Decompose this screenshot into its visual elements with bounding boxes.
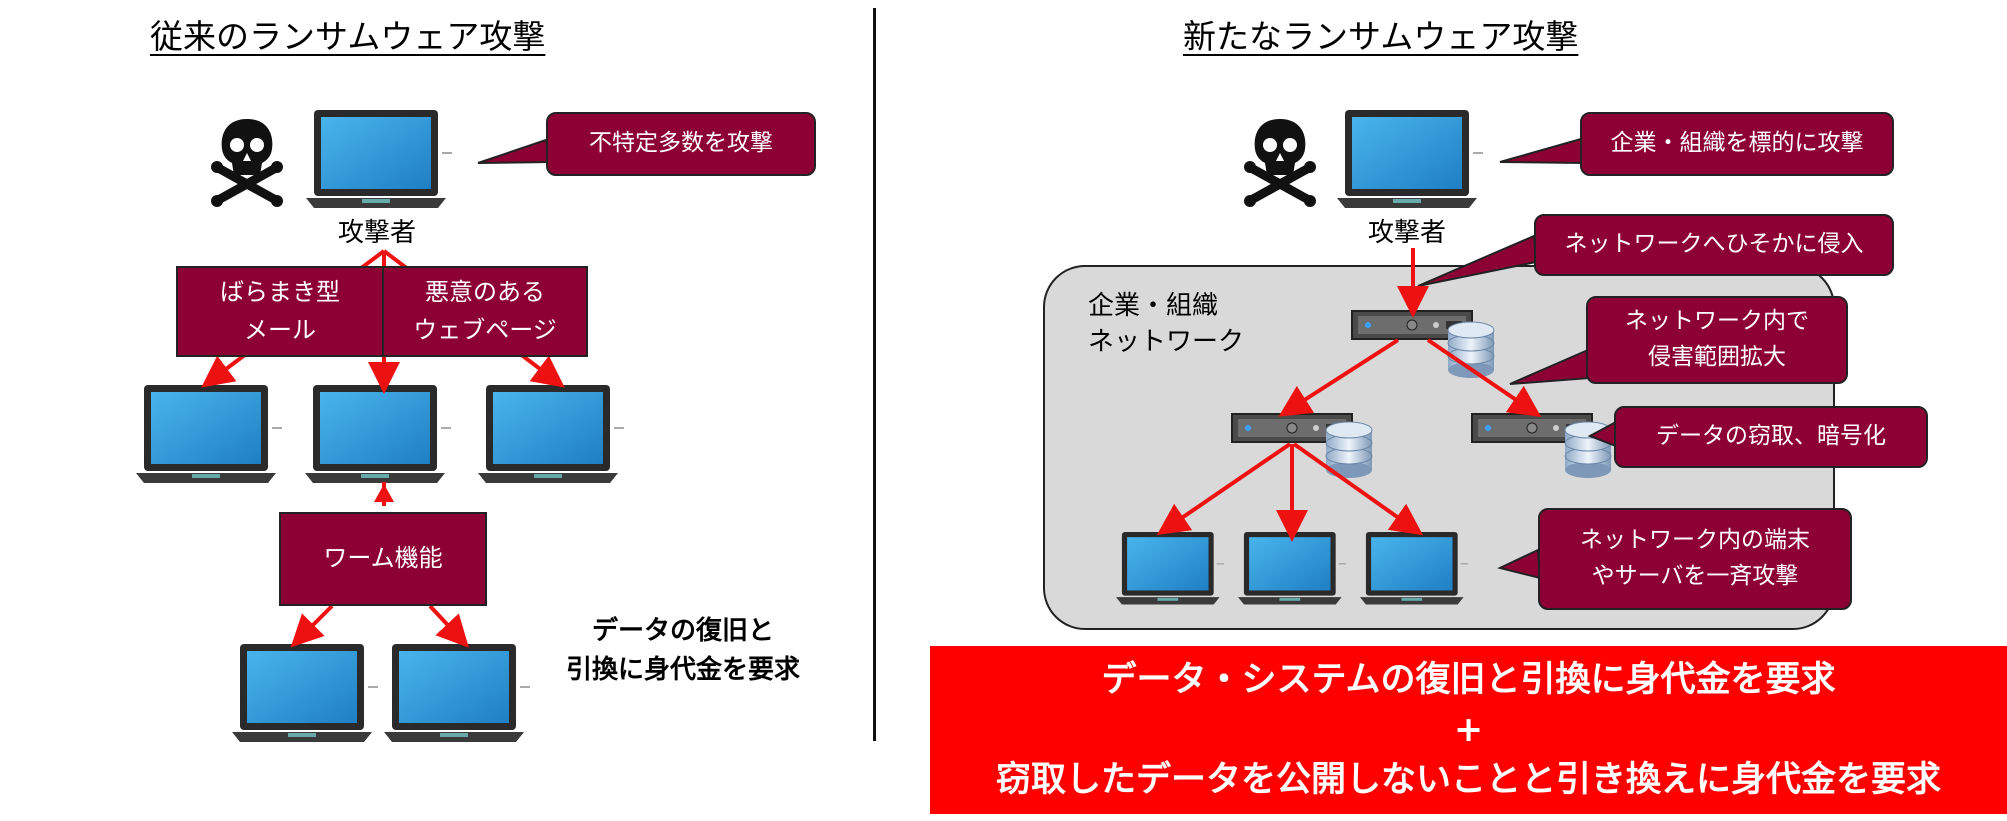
- worm-label: ワーム機能: [323, 544, 443, 573]
- laptop-icon: [231, 643, 379, 743]
- callout-targeted: 企業・組織を標的に攻撃: [1580, 112, 1894, 176]
- banner-line-1: データ・システムの復旧と引換に身代金を要求: [1101, 660, 1836, 700]
- laptop-icon: [1115, 531, 1225, 606]
- banner-line-3: 窃取したデータを公開しないことと引き換えに身代金を要求: [995, 760, 1941, 800]
- laptop-icon: [304, 384, 452, 484]
- callout-pointer: [1499, 137, 1585, 165]
- callout-targeted-text: 企業・組織を標的に攻撃: [1610, 130, 1864, 157]
- callout-intrusion-text: ネットワークへひそかに侵入: [1564, 231, 1864, 258]
- laptop-icon: [135, 384, 283, 484]
- network-label: 企業・組織 ネットワーク: [1088, 291, 1245, 358]
- laptop-icon: [1336, 109, 1484, 209]
- callout-spread-text: ネットワーク内で 侵害範囲拡大: [1625, 308, 1809, 370]
- callout-pointer: [1509, 348, 1592, 385]
- phishing-mail-label: ばらまき型 メール: [220, 278, 340, 344]
- callout-exfiltrate: データの窃取、暗号化: [1614, 406, 1928, 468]
- laptop-icon: [305, 109, 453, 209]
- callout-endpoints: ネットワーク内の端末 やサーバを一斉攻撃: [1538, 508, 1852, 610]
- attacker-label: 攻撃者: [338, 218, 417, 248]
- left-ransom-note: データの復旧と 引換に身代金を要求: [565, 616, 800, 685]
- callout-untargeted: 不特定多数を攻撃: [546, 112, 816, 176]
- callout-spread: ネットワーク内で 侵害範囲拡大: [1586, 296, 1848, 384]
- malicious-webpage-label: 悪意のある ウェブページ: [413, 278, 557, 344]
- right-title: 新たなランサムウェア攻撃: [1183, 17, 1579, 56]
- callout-pointer: [1497, 548, 1542, 580]
- callout-exfiltrate-text: データの窃取、暗号化: [1656, 423, 1886, 450]
- left-title: 従来のランサムウェア攻撃: [150, 17, 546, 56]
- callout-pointer: [477, 138, 552, 164]
- worm-box: ワーム機能: [279, 512, 487, 606]
- callout-untargeted-text: 不特定多数を攻撃: [589, 130, 773, 157]
- callout-endpoints-text: ネットワーク内の端末 やサーバを一斉攻撃: [1580, 527, 1810, 589]
- ransom-demand-banner: データ・システムの復旧と引換に身代金を要求 + 窃取したデータを公開しないことと…: [930, 646, 2007, 814]
- attacker-label: 攻撃者: [1368, 218, 1447, 248]
- phishing-mail-box: ばらまき型 メール: [176, 266, 384, 357]
- laptop-icon: [383, 643, 531, 743]
- malicious-webpage-box: 悪意のある ウェブページ: [382, 266, 588, 357]
- laptop-icon: [1359, 531, 1469, 606]
- laptop-icon: [477, 384, 625, 484]
- callout-intrusion: ネットワークへひそかに侵入: [1534, 214, 1894, 276]
- skull-crossbones-icon: [211, 119, 283, 207]
- banner-plus: +: [1453, 710, 1484, 750]
- attack-arrows: [1156, 248, 1542, 542]
- laptop-icon: [1237, 531, 1347, 606]
- divider: [873, 8, 876, 741]
- skull-crossbones-icon: [1244, 119, 1316, 207]
